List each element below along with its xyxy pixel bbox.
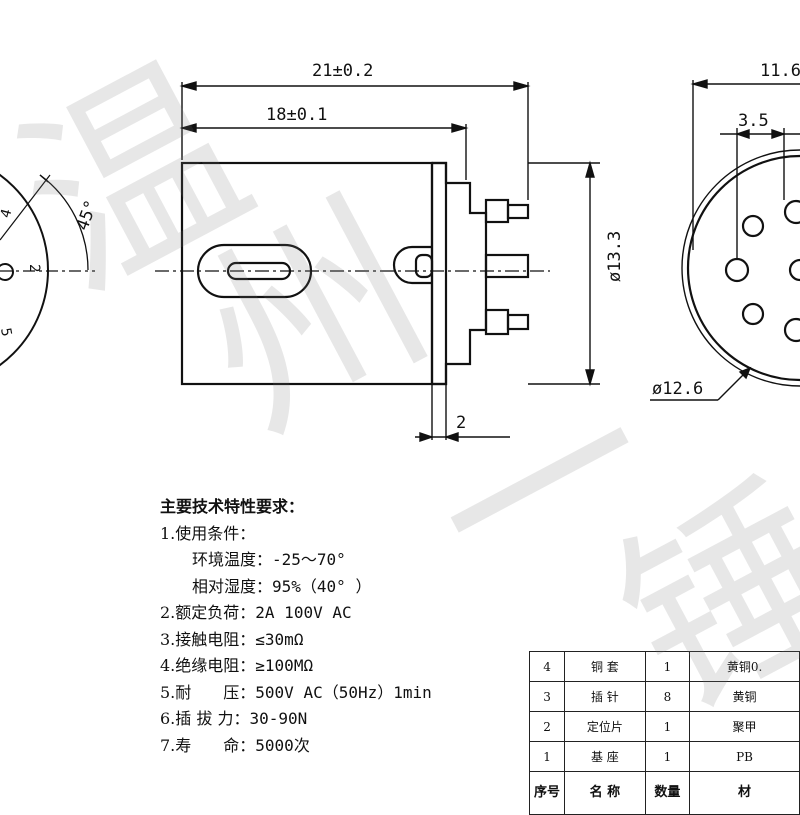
bom-material: 黄铜 (689, 681, 800, 712)
spec-item: 7.寿 命：5000次 (160, 735, 310, 755)
right-dimension-lines (650, 79, 800, 401)
table-row: 1 基 座 1 PB (528, 741, 800, 772)
bom-header-name: 名 称 (564, 771, 646, 815)
pin-spacing-dim: 3.5 (738, 111, 769, 131)
table-row: 2 定位片 1 聚甲 (528, 711, 800, 742)
bom-name: 定位片 (564, 711, 646, 742)
spec-item: 相对湿度：95%（40° ） (192, 576, 372, 596)
right-end-view (681, 149, 800, 387)
bom-material: 聚甲 (689, 711, 800, 742)
bom-no: 3 (528, 681, 566, 712)
spec-heading: 主要技术特性要求： (160, 497, 305, 516)
bom-no: 1 (528, 741, 566, 772)
flange-width-dim: 2 (456, 413, 466, 433)
spec-item: 1.使用条件： (160, 523, 256, 543)
bom-qty: 1 (644, 711, 691, 742)
bom-name: 插 针 (564, 681, 646, 712)
face-diameter-dim: ø12.6 (652, 379, 703, 399)
spec-item: 3.接触电阻：≤30mΩ (160, 629, 304, 649)
overall-length-dim: 21±0.2 (312, 61, 373, 81)
bom-qty: 1 (644, 651, 691, 682)
bom-header-material: 材 (689, 771, 800, 815)
body-length-dim: 18±0.1 (266, 105, 327, 125)
pin-label-4: 4 (0, 207, 15, 219)
spec-item: 6.插 拔 力：30-90N (160, 709, 308, 728)
bom-material: 黄铜0. (689, 651, 800, 682)
bom-header-no: 序号 (528, 771, 566, 815)
side-view (155, 161, 550, 386)
spec-item: 2.额定负荷：2A 100V AC (160, 603, 352, 622)
top-width-dim: 11.6 (760, 61, 800, 81)
dimension-lines (179, 81, 600, 442)
bom-header-qty: 数量 (644, 771, 691, 815)
table-row: 3 插 针 8 黄铜 (528, 681, 800, 712)
bom-material: PB (689, 741, 800, 772)
table-row: 4 铜 套 1 黄铜0. (528, 651, 800, 682)
bom-no: 2 (528, 711, 566, 742)
bom-qty: 1 (644, 741, 691, 772)
bom-name: 铜 套 (564, 651, 646, 682)
spec-item: 环境温度：-25～70° (192, 550, 346, 569)
spec-item: 5.耐 压：500V AC（50Hz）1min (160, 682, 432, 702)
bom-no: 4 (528, 651, 566, 682)
spec-section: 主要技术特性要求： 1.使用条件： 环境温度：-25～70° 相对湿度：95%（… (160, 494, 432, 759)
angle-label: 45° (73, 197, 102, 233)
table-header-row: 序号 名 称 数量 材 (528, 771, 800, 815)
body-diameter-dim: ø13.3 (605, 231, 625, 282)
bom-qty: 8 (644, 681, 691, 712)
bill-of-materials-table: 4 铜 套 1 黄铜0. 3 插 针 8 黄铜 2 定位片 1 聚甲 1 基 座… (528, 651, 800, 815)
bom-name: 基 座 (564, 741, 646, 772)
pin-label-2: 2 (26, 264, 42, 272)
pin-label-5: 5 (0, 327, 14, 338)
left-end-view (0, 173, 95, 367)
spec-item: 4.绝缘电阻：≥100MΩ (160, 656, 314, 675)
